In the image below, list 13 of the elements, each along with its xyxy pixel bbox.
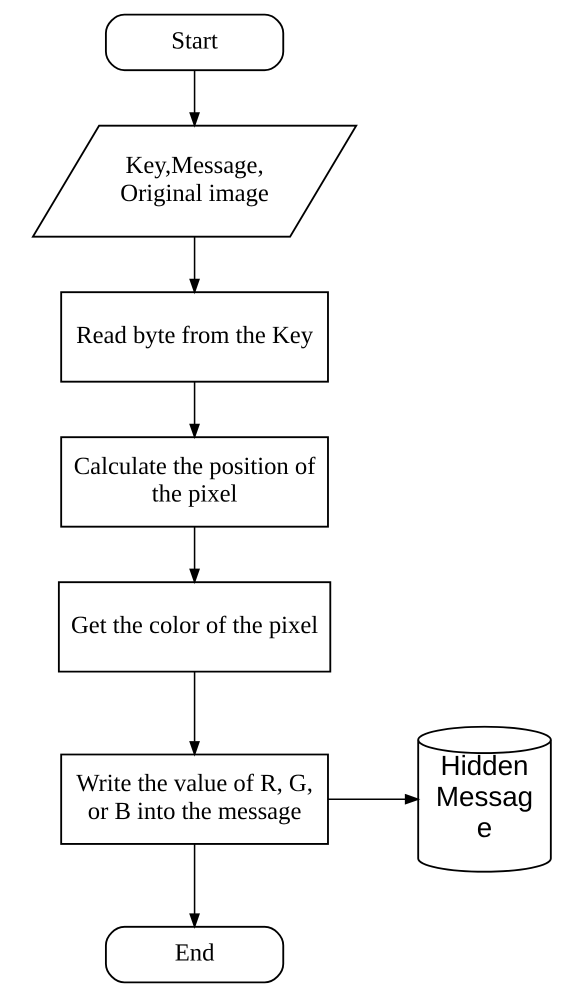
arrow [328, 794, 420, 805]
arrow [188, 70, 200, 128]
node-box: Get the color of the pixel [57, 581, 331, 673]
arrow [188, 526, 200, 584]
node-box: Calculate the position of the pixel [60, 436, 328, 528]
node-box: Read byte from the Key [60, 291, 328, 383]
arrow [188, 672, 200, 757]
arrow [188, 382, 200, 440]
arrow [188, 236, 200, 294]
arrow [188, 844, 200, 929]
node-box: Start [104, 14, 284, 72]
node-box: End [104, 926, 284, 984]
node-box: Write the value of R, G, or B into the message [60, 754, 328, 845]
